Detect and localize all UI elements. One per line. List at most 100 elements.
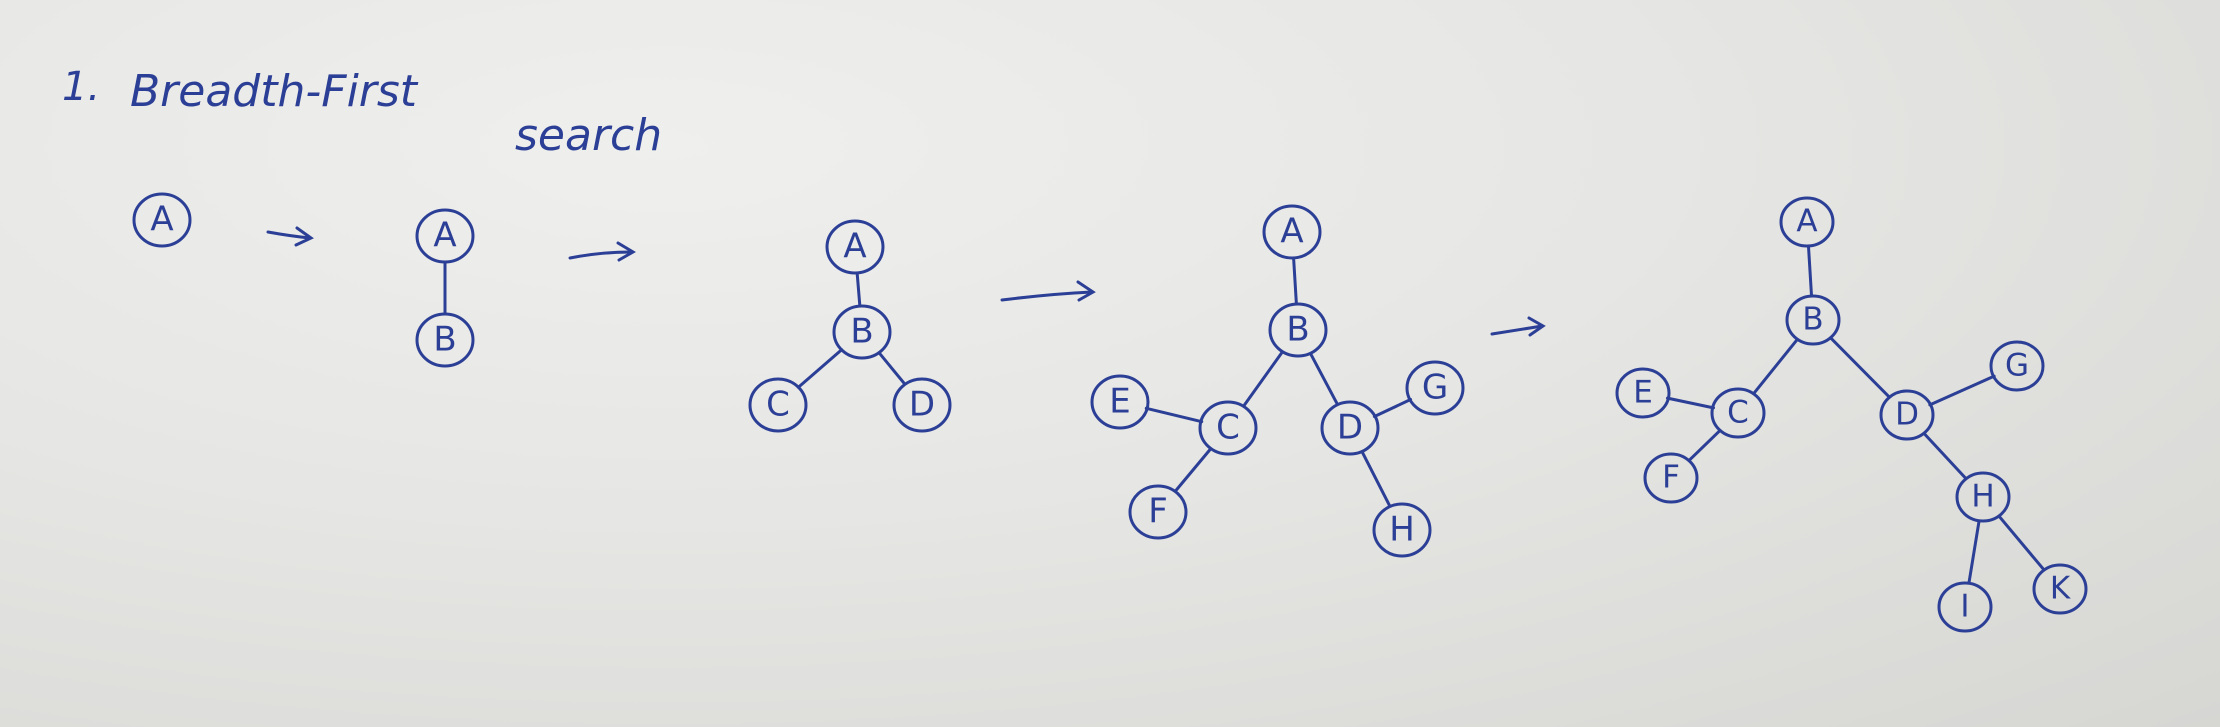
node-a: A — [1779, 196, 1835, 248]
node-label: A — [843, 227, 866, 267]
node-a: A — [415, 208, 475, 264]
node-d: D — [1320, 400, 1380, 456]
edge-a-b — [1292, 257, 1298, 305]
node-c: C — [1710, 387, 1766, 439]
edge-d-h — [1360, 450, 1392, 508]
node-circle — [1268, 302, 1328, 358]
node-c: C — [1198, 400, 1258, 456]
node-label: A — [150, 200, 173, 240]
node-label: E — [1633, 375, 1653, 411]
node-circle — [748, 377, 808, 433]
node-circle — [892, 377, 952, 433]
stage-4: A B C D E F G H — [1090, 204, 1465, 558]
node-b: B — [832, 304, 892, 360]
node-a: A — [1262, 204, 1322, 260]
node-e: E — [1615, 367, 1671, 419]
node-i: I — [1937, 581, 1993, 633]
node-circle — [1779, 196, 1835, 248]
node-label: F — [1148, 492, 1168, 532]
node-label: C — [766, 385, 790, 425]
node-label: F — [1662, 460, 1680, 496]
node-circle — [1643, 452, 1699, 504]
node-circle — [1989, 340, 2045, 392]
node-label: A — [433, 216, 456, 256]
node-circle — [1615, 367, 1671, 419]
node-f: F — [1643, 452, 1699, 504]
edge-c-f — [1687, 428, 1722, 463]
heading-subtitle: search — [515, 110, 662, 161]
node-label: B — [1286, 310, 1309, 350]
node-circle — [1710, 387, 1766, 439]
node-label: I — [1960, 589, 1969, 625]
node-label: G — [2005, 348, 2029, 384]
node-circle — [1320, 400, 1380, 456]
edge-c-e — [1665, 396, 1716, 410]
edge-b-d — [877, 351, 907, 386]
node-a: A — [132, 192, 192, 248]
node-circle — [1372, 502, 1432, 558]
stage-2: AB — [415, 208, 475, 368]
edge-b-c — [1752, 337, 1799, 396]
node-circle — [832, 304, 892, 360]
node-label: C — [1727, 395, 1749, 431]
edge-d-h — [1922, 431, 1968, 481]
edge-d-g — [1372, 397, 1413, 419]
node-circle — [1405, 360, 1465, 416]
node-c: C — [748, 377, 808, 433]
node-h: H — [1955, 471, 2011, 523]
node-label: D — [1337, 408, 1363, 448]
stage-3: A B C D — [748, 219, 952, 433]
edge-a-b — [1807, 245, 1813, 297]
node-circle — [2032, 563, 2088, 615]
node-circle — [415, 312, 475, 368]
node-h: H — [1372, 502, 1432, 558]
node-label: A — [1280, 212, 1303, 252]
node-label: B — [1802, 302, 1823, 338]
node-circle — [132, 192, 192, 248]
node-label: K — [2050, 571, 2071, 607]
node-e: E — [1090, 374, 1150, 430]
node-circle — [1128, 484, 1188, 540]
arrow-icon — [568, 241, 636, 262]
edge-h-i — [1967, 520, 1981, 584]
edge-c-f — [1173, 447, 1213, 493]
edge-b-d — [1829, 336, 1891, 399]
stage-1: A — [132, 192, 192, 248]
node-label: D — [1895, 397, 1919, 433]
node-circle — [1785, 294, 1841, 346]
node-b: B — [415, 312, 475, 368]
node-circle — [1955, 471, 2011, 523]
node-label: D — [909, 385, 935, 425]
node-circle — [1262, 204, 1322, 260]
node-circle — [1937, 581, 1993, 633]
node-circle — [825, 219, 885, 275]
node-circle — [1879, 389, 1935, 441]
stage-5: A B C D E F G H I K — [1615, 196, 2088, 633]
heading: 1. Breadth-First search — [62, 64, 662, 161]
node-b: B — [1268, 302, 1328, 358]
arrow-icon — [1490, 316, 1546, 337]
node-label: E — [1109, 382, 1130, 422]
heading-title: Breadth-First — [130, 66, 419, 117]
edge-b-c — [1242, 350, 1284, 408]
node-d: D — [892, 377, 952, 433]
stage-arrows — [266, 226, 1546, 337]
node-label: B — [850, 312, 873, 352]
node-d: D — [1879, 389, 1935, 441]
node-f: F — [1128, 484, 1188, 540]
edge-h-k — [1997, 514, 2046, 572]
node-circle — [1090, 374, 1150, 430]
node-circle — [1198, 400, 1258, 456]
node-g: G — [1405, 360, 1465, 416]
edge-c-e — [1144, 406, 1204, 424]
heading-number: 1. — [62, 64, 100, 110]
edge-d-g — [1928, 374, 1996, 407]
edge-a-b — [855, 272, 862, 307]
node-k: K — [2032, 563, 2088, 615]
node-label: C — [1216, 408, 1240, 448]
arrow-icon — [266, 226, 314, 247]
node-circle — [415, 208, 475, 264]
